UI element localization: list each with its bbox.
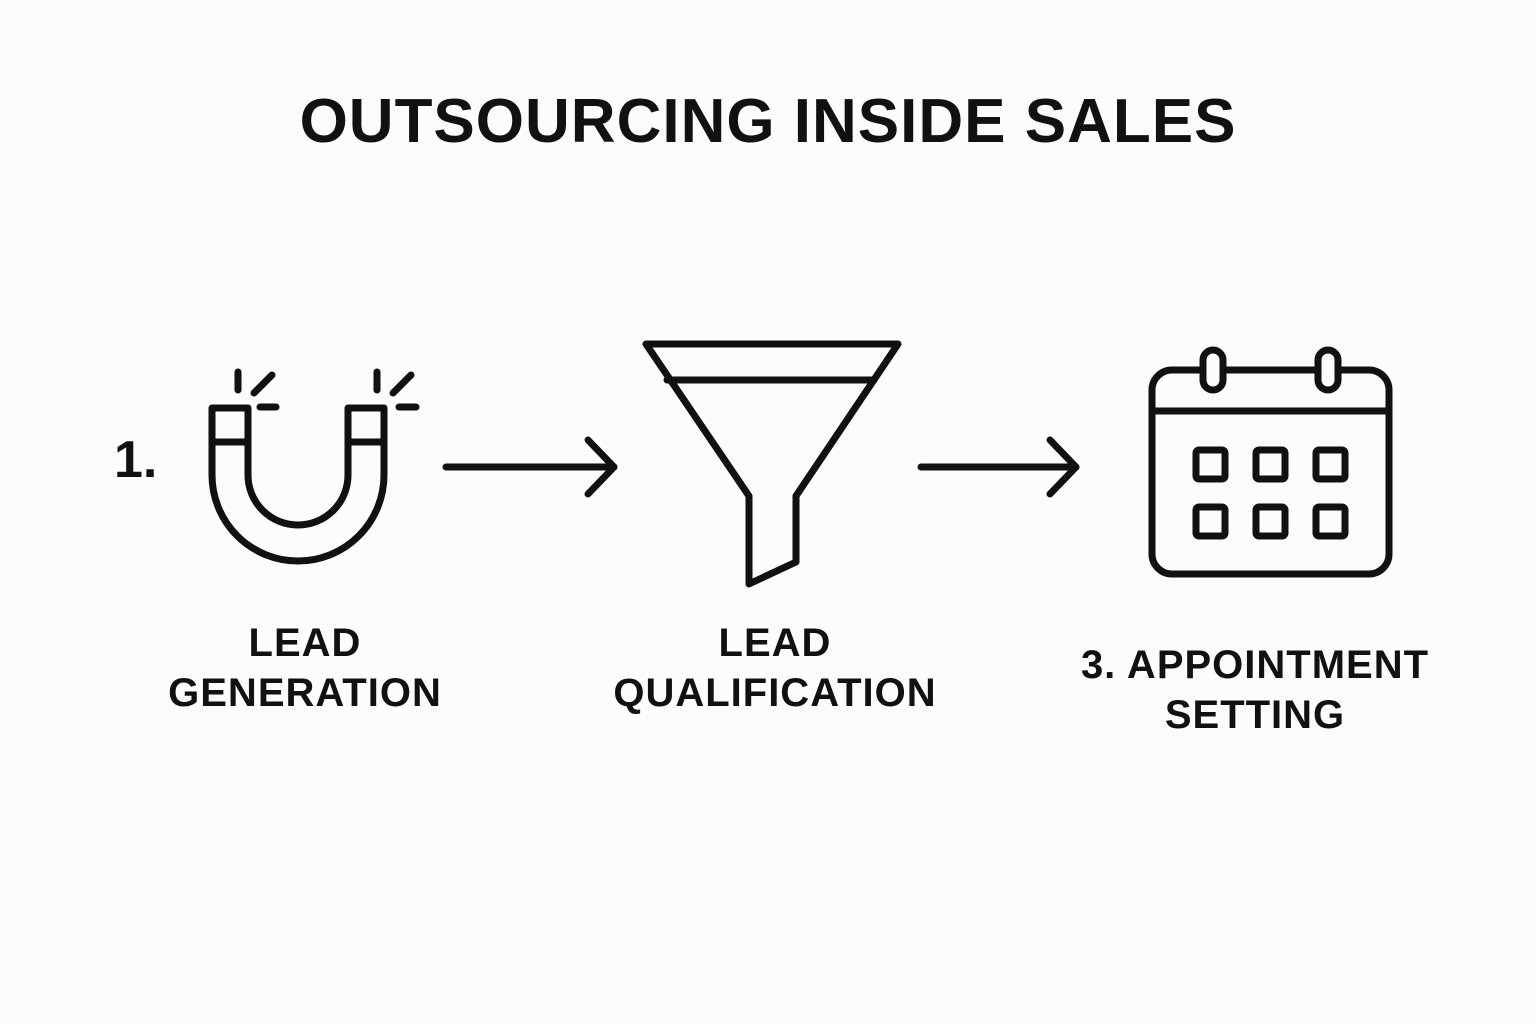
magnet-icon xyxy=(208,368,420,565)
calendar-icon xyxy=(1148,346,1393,578)
step-1-label: LEAD GENERATION xyxy=(150,618,460,718)
step-2-label-line1: LEAD xyxy=(718,621,832,665)
step-2-label: LEAD QUALIFICATION xyxy=(590,618,960,718)
step-3-label: 3. APPOINTMENT SETTING xyxy=(1050,640,1460,740)
arrow-right-icon xyxy=(442,436,618,498)
step-2-label-line2: QUALIFICATION xyxy=(613,671,937,715)
funnel-icon xyxy=(642,340,902,588)
arrow-right-icon xyxy=(917,436,1080,498)
diagram-title: OUTSOURCING INSIDE SALES xyxy=(299,87,1237,156)
step-3-label-line2: SETTING xyxy=(1164,693,1346,737)
step-3-label-line1: 3. APPOINTMENT xyxy=(1080,643,1430,687)
step-1-label-line1: LEAD xyxy=(248,621,362,665)
step-1-number: 1. xyxy=(114,431,158,489)
step-1-label-line2: GENERATION xyxy=(168,671,442,715)
